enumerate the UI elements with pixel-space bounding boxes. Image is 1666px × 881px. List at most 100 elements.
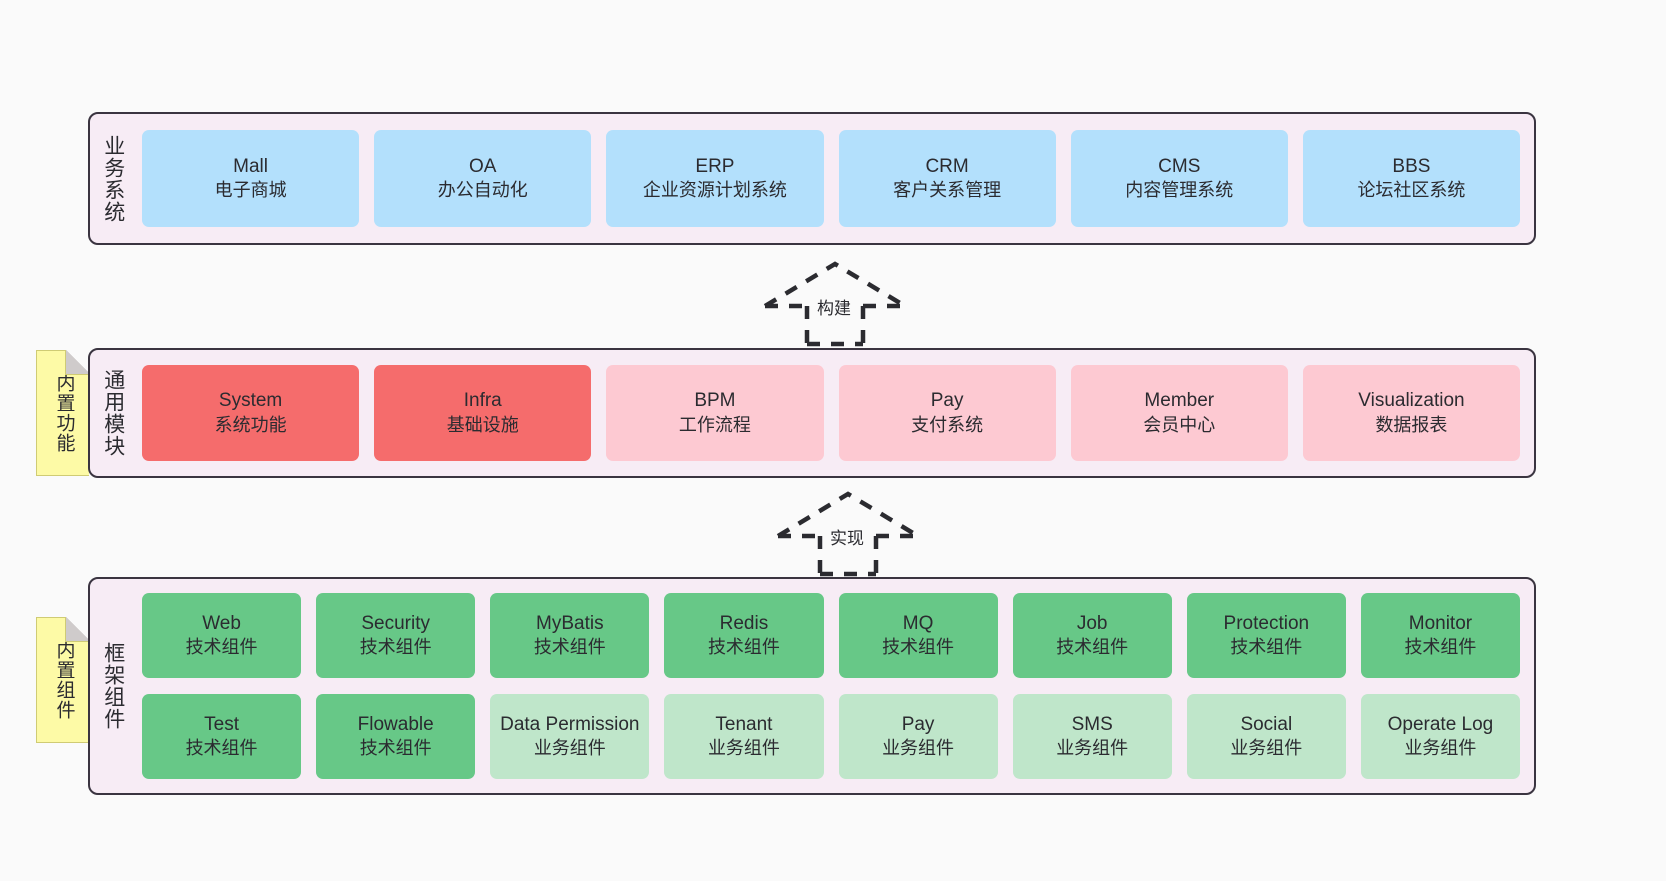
card-row: System 系统功能 Infra 基础设施 BPM 工作流程 Pay 支付系统…: [142, 365, 1521, 461]
card-job[interactable]: Job 技术组件: [1012, 593, 1172, 678]
card-title: CMS: [1158, 155, 1201, 177]
connector-implement: 实现: [768, 488, 928, 577]
connector-label-build: 构建: [817, 299, 851, 318]
card-subtitle: 内容管理系统: [1125, 180, 1234, 201]
card-mall[interactable]: Mall 电子商城: [142, 130, 360, 227]
card-subtitle: 论坛社区系统: [1357, 180, 1466, 201]
card-bbs[interactable]: BBS 论坛社区系统: [1302, 130, 1521, 227]
card-title: OA: [469, 155, 497, 177]
card-title: BBS: [1392, 155, 1431, 177]
card-social[interactable]: Social 业务组件: [1186, 694, 1346, 779]
card-crm[interactable]: CRM 客户关系管理: [838, 130, 1056, 227]
card-subtitle: 技术组件: [359, 738, 432, 759]
connector-label-implement: 实现: [830, 529, 864, 548]
note-builtin-features: 内置功能: [36, 350, 90, 476]
card-monitor[interactable]: Monitor 技术组件: [1360, 593, 1520, 678]
card-subtitle: 技术组件: [1404, 637, 1477, 658]
card-operate-log[interactable]: Operate Log 业务组件: [1360, 694, 1520, 779]
card-subtitle: 工作流程: [678, 414, 751, 435]
card-subtitle: 数据报表: [1375, 414, 1448, 435]
arrowhead-dashed-chevron: [776, 491, 920, 538]
card-title: Member: [1144, 390, 1215, 412]
card-title: Redis: [719, 612, 769, 634]
card-title: Security: [361, 612, 430, 634]
card-title: Tenant: [715, 713, 773, 735]
card-oa[interactable]: OA 办公自动化: [374, 130, 592, 227]
card-pay-module[interactable]: Pay 支付系统: [838, 365, 1056, 461]
card-title: ERP: [695, 155, 735, 177]
card-title: MyBatis: [536, 612, 604, 634]
card-subtitle: 技术组件: [1230, 637, 1303, 658]
card-subtitle: 技术组件: [1056, 637, 1129, 658]
card-infra[interactable]: Infra 基础设施: [374, 365, 592, 461]
layer-title-business-system: 业务系统: [101, 134, 125, 223]
card-title: Operate Log: [1387, 713, 1494, 735]
card-title: Social: [1240, 713, 1293, 735]
card-pay-component[interactable]: Pay 业务组件: [838, 694, 998, 779]
layer-body-business-system: Mall 电子商城 OA 办公自动化 ERP 企业资源计划系统 CRM 客户关系…: [136, 114, 1534, 243]
card-title: MQ: [902, 612, 934, 634]
card-title: Pay: [901, 713, 935, 735]
card-title: Monitor: [1408, 612, 1473, 634]
card-mybatis[interactable]: MyBatis 技术组件: [490, 593, 650, 678]
card-subtitle: 业务组件: [1056, 738, 1129, 759]
card-title: Job: [1076, 612, 1108, 634]
note-label: 内置功能: [53, 373, 75, 453]
layer-common-module: 通用模块 System 系统功能 Infra 基础设施 BPM 工作流程 Pay…: [88, 348, 1536, 478]
card-subtitle: 会员中心: [1143, 414, 1216, 435]
card-subtitle: 业务组件: [882, 738, 955, 759]
card-security[interactable]: Security 技术组件: [316, 593, 476, 678]
card-flowable[interactable]: Flowable 技术组件: [316, 694, 476, 779]
card-data-permission[interactable]: Data Permission 业务组件: [490, 694, 650, 779]
card-title: Data Permission: [500, 713, 640, 735]
card-row: Mall 电子商城 OA 办公自动化 ERP 企业资源计划系统 CRM 客户关系…: [142, 130, 1521, 227]
card-mq[interactable]: MQ 技术组件: [838, 593, 998, 678]
card-subtitle: 办公自动化: [437, 180, 528, 201]
card-subtitle: 技术组件: [185, 637, 258, 658]
card-title: Pay: [930, 390, 964, 412]
card-sms[interactable]: SMS 业务组件: [1012, 694, 1172, 779]
layer-title-framework-components: 框架组件: [101, 642, 125, 730]
card-title: Infra: [463, 390, 502, 412]
card-subtitle: 业务组件: [707, 738, 780, 759]
card-title: Mall: [233, 155, 268, 177]
card-test[interactable]: Test 技术组件: [142, 694, 302, 779]
card-protection[interactable]: Protection 技术组件: [1186, 593, 1346, 678]
card-subtitle: 技术组件: [185, 738, 258, 759]
card-subtitle: 技术组件: [707, 637, 780, 658]
card-subtitle: 电子商城: [214, 180, 287, 201]
card-subtitle: 业务组件: [1230, 738, 1303, 759]
card-title: BPM: [694, 390, 736, 412]
card-subtitle: 技术组件: [359, 637, 432, 658]
card-bpm[interactable]: BPM 工作流程: [606, 365, 824, 461]
card-tenant[interactable]: Tenant 业务组件: [664, 694, 824, 779]
layer-framework-components: 框架组件 Web 技术组件 Security 技术组件 MyBatis 技术组件…: [88, 577, 1536, 795]
card-title: Test: [204, 713, 239, 735]
card-redis[interactable]: Redis 技术组件: [664, 593, 824, 678]
note-builtin-components: 内置组件: [36, 617, 90, 743]
card-subtitle: 技术组件: [533, 637, 606, 658]
arrowhead-dashed-chevron: [763, 261, 907, 308]
card-subtitle: 系统功能: [214, 414, 287, 435]
card-title: Visualization: [1358, 390, 1465, 412]
card-subtitle: 客户关系管理: [893, 180, 1002, 201]
connector-build: 构建: [755, 258, 915, 347]
card-row: Test 技术组件 Flowable 技术组件 Data Permission …: [142, 694, 1520, 779]
layer-title-common-module: 通用模块: [101, 369, 125, 457]
card-title: System: [218, 390, 283, 412]
note-label: 内置组件: [53, 640, 75, 720]
layer-business-system: 业务系统 Mall 电子商城 OA 办公自动化 ERP 企业资源计划系统 CRM…: [88, 112, 1536, 245]
card-cms[interactable]: CMS 内容管理系统: [1070, 130, 1288, 227]
card-member[interactable]: Member 会员中心: [1070, 365, 1288, 461]
card-subtitle: 支付系统: [911, 414, 984, 435]
card-web[interactable]: Web 技术组件: [142, 593, 302, 678]
layer-body-framework-components: Web 技术组件 Security 技术组件 MyBatis 技术组件 Redi…: [136, 579, 1534, 793]
card-system[interactable]: System 系统功能: [142, 365, 360, 461]
card-erp[interactable]: ERP 企业资源计划系统: [606, 130, 824, 227]
card-title: Web: [202, 612, 241, 634]
card-visualization[interactable]: Visualization 数据报表: [1302, 365, 1521, 461]
card-subtitle: 业务组件: [533, 738, 606, 759]
card-subtitle: 技术组件: [882, 637, 955, 658]
layer-body-common-module: System 系统功能 Infra 基础设施 BPM 工作流程 Pay 支付系统…: [136, 350, 1534, 476]
